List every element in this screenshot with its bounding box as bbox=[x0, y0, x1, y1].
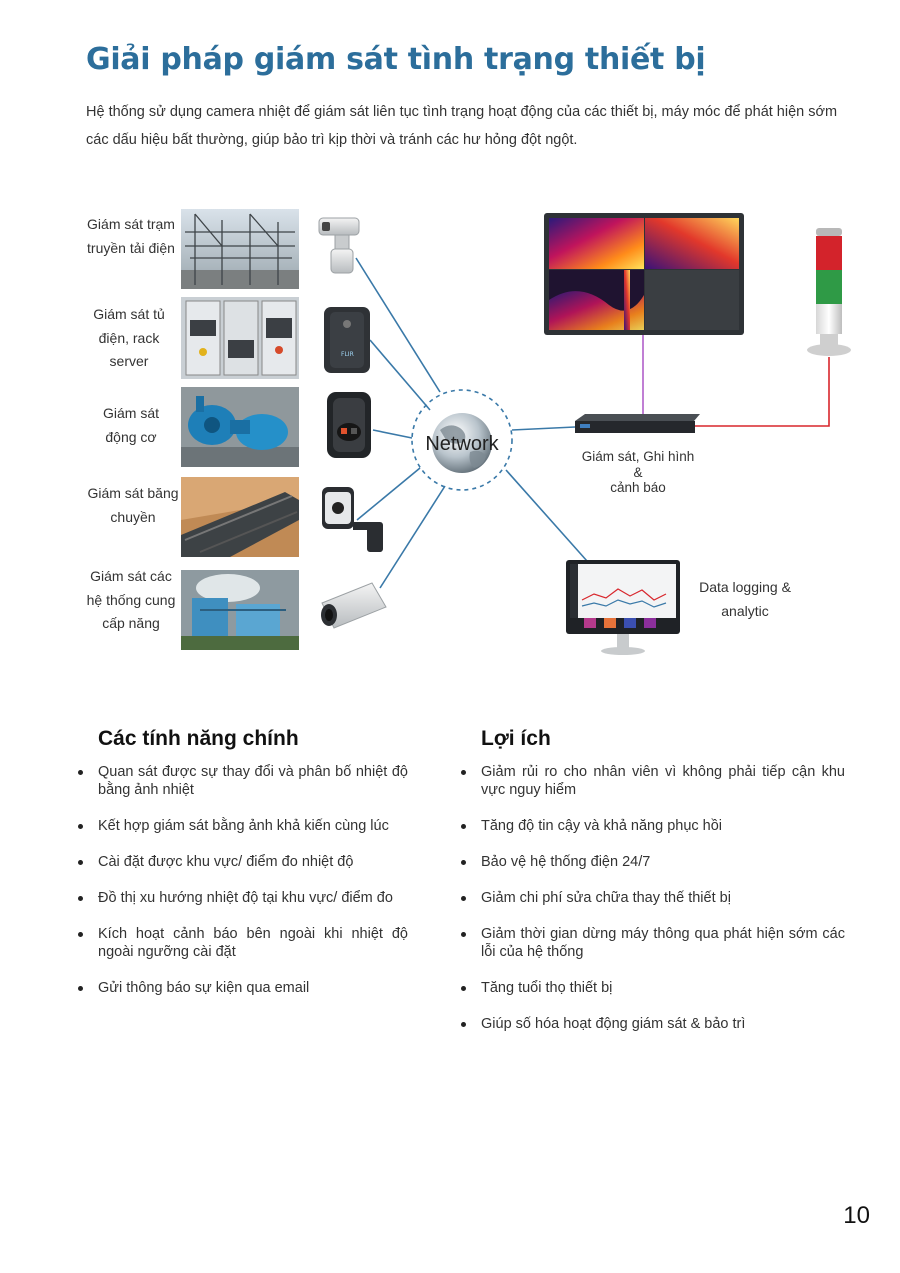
link-camera-5 bbox=[379, 485, 446, 589]
nvr-label-line-2: & bbox=[633, 464, 643, 480]
application-label-substation: Giám sát trạm truyền tải điện bbox=[87, 216, 175, 256]
benefit-item: Giảm thời gian dừng máy thông qua phát h… bbox=[461, 926, 845, 960]
link-camera-1 bbox=[355, 257, 441, 393]
link-camera-4 bbox=[356, 467, 421, 521]
page-title: Giải pháp giám sát tình trạng thiết bị bbox=[86, 42, 706, 77]
nvr-label-line-1: Giám sát, Ghi hình bbox=[581, 449, 695, 464]
bullet-thermal-camera-icon bbox=[322, 487, 383, 552]
nvr-label: Giám sát, Ghi hình & cảnh báo bbox=[568, 449, 708, 496]
nvr-label-line-3: cảnh báo bbox=[610, 480, 666, 495]
network-globe-icon bbox=[432, 413, 492, 473]
application-label-energy: Giám sát các hệ thống cung cấp năng bbox=[86, 568, 176, 631]
network-label: Network bbox=[425, 433, 499, 455]
video-wall-monitor-icon bbox=[544, 213, 744, 335]
application-label-conveyor: Giám sát băng chuyền bbox=[87, 485, 179, 525]
feature-item: Cài đặt được khu vực/ điểm đo nhiệt độ bbox=[78, 853, 408, 871]
network-boundary bbox=[411, 389, 513, 491]
benefit-item: Bảo vệ hệ thống điện 24/7 bbox=[461, 853, 845, 871]
application-label-motor: Giám sát động cơ bbox=[102, 405, 159, 445]
power-substation-photo bbox=[181, 209, 299, 289]
benefits-title: Lợi ích bbox=[481, 727, 551, 750]
link-camera-3 bbox=[372, 429, 413, 439]
link-camera-2 bbox=[369, 339, 431, 411]
features-title: Các tính năng chính bbox=[98, 727, 299, 750]
svg-text:FLIR: FLIR bbox=[341, 351, 354, 358]
box-thermal-camera-icon: FLIR bbox=[324, 307, 370, 373]
link-analytics bbox=[505, 469, 588, 562]
link-nvr bbox=[511, 426, 576, 431]
benefit-item: Tăng độ tin cậy và khả năng phục hồi bbox=[461, 817, 845, 835]
benefit-item: Giảm rủi ro cho nhân viên vì không phải … bbox=[461, 764, 845, 798]
benefit-item: Giảm chi phí sửa chữa thay thế thiết bị bbox=[461, 889, 845, 907]
page-number: 10 bbox=[843, 1202, 870, 1229]
conveyor-belt-photo bbox=[181, 477, 299, 557]
intro-paragraph: Hệ thống sử dụng camera nhiệt để giám sá… bbox=[86, 104, 838, 148]
long-bullet-camera-icon bbox=[321, 582, 387, 629]
benefit-item: Tăng tuổi thọ thiết bị bbox=[461, 979, 845, 997]
network-links bbox=[355, 257, 588, 589]
system-diagram: FLIR bbox=[86, 209, 851, 655]
application-label-cabinet: Giám sát tủ điện, rack server bbox=[93, 306, 165, 369]
energy-supply-photo bbox=[181, 570, 299, 650]
feature-item: Đồ thị xu hướng nhiệt độ tại khu vực/ đi… bbox=[78, 889, 408, 907]
ptz-thermal-camera-icon bbox=[318, 217, 360, 274]
link-alarm-light bbox=[695, 357, 830, 427]
compact-thermal-camera-icon bbox=[327, 392, 371, 458]
analytics-label: Data logging & analytic bbox=[699, 579, 791, 619]
feature-item: Gửi thông báo sự kiện qua email bbox=[78, 979, 408, 997]
analytics-monitor-icon bbox=[566, 560, 680, 655]
diagram-graphics: FLIR bbox=[181, 209, 851, 655]
feature-item: Kết hợp giám sát bằng ảnh khả kiến cùng … bbox=[78, 817, 408, 835]
alarm-tower-light-icon bbox=[807, 228, 851, 356]
electrical-cabinet-photo bbox=[181, 297, 299, 379]
nvr-recorder-icon bbox=[575, 414, 700, 433]
feature-item: Quan sát được sự thay đổi và phân bố nhi… bbox=[78, 764, 408, 798]
benefit-item: Giúp số hóa hoạt động giám sát & bảo trì bbox=[461, 1015, 845, 1033]
pump-motor-photo bbox=[181, 387, 299, 467]
benefits-list: Giảm rủi ro cho nhân viên vì không phải … bbox=[460, 763, 845, 1051]
feature-item: Kích hoạt cảnh báo bên ngoài khi nhiệt đ… bbox=[78, 926, 408, 960]
features-list: Quan sát được sự thay đổi và phân bố nhi… bbox=[77, 763, 408, 1015]
